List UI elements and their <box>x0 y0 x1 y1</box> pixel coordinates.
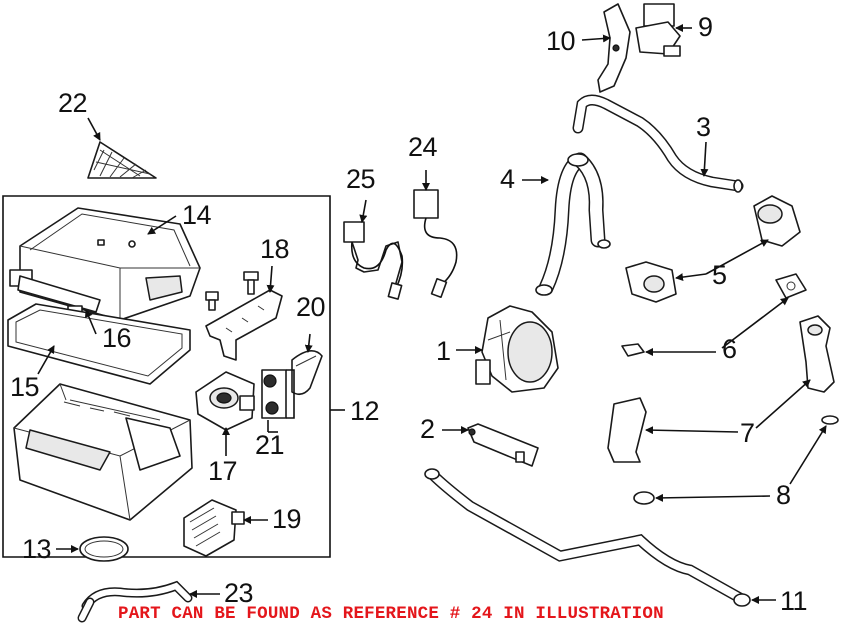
callout-7: 7 <box>740 418 755 448</box>
callout-10: 10 <box>546 26 576 56</box>
part-21-clips <box>261 369 295 419</box>
callout-20: 20 <box>296 292 326 322</box>
callout-18: 18 <box>260 234 290 264</box>
part-24-oxygen-sensor <box>413 189 458 299</box>
part-17-sensor <box>195 371 255 431</box>
part-25-oxygen-sensor <box>343 221 404 300</box>
callout-8: 8 <box>776 480 791 510</box>
part-1-air-pump <box>475 305 559 393</box>
part-9-valve <box>635 3 681 57</box>
callout-9: 9 <box>698 12 713 42</box>
callout-14: 14 <box>182 200 212 230</box>
part-5-valve <box>625 195 801 303</box>
callout-4: 4 <box>500 164 515 194</box>
callout-22: 22 <box>58 88 88 118</box>
part-8-rings <box>633 415 839 505</box>
part-4-hose <box>535 152 611 296</box>
callout-24: 24 <box>408 132 438 162</box>
callout-15: 15 <box>10 372 40 402</box>
part-18-bracket <box>205 289 283 361</box>
callout-11: 11 <box>780 586 808 616</box>
leader-lines <box>37 24 827 604</box>
callout-3: 3 <box>696 112 711 142</box>
part-7-pipes <box>607 315 835 463</box>
part-20-hose <box>291 350 323 396</box>
part-6-gaskets <box>621 273 807 357</box>
reference-notice: PART CAN BE FOUND AS REFERENCE # 24 IN I… <box>118 604 664 624</box>
callout-17: 17 <box>208 456 238 486</box>
part-11-pipe <box>424 468 751 607</box>
callout-25: 25 <box>346 164 376 194</box>
part-3-pipe <box>572 94 744 193</box>
callout-12: 12 <box>350 396 380 426</box>
callout-21: 21 <box>255 430 285 460</box>
callout-6: 6 <box>722 334 737 364</box>
part-14-battery-cover <box>9 207 201 321</box>
callout-16: 16 <box>102 323 132 353</box>
callout-19: 19 <box>272 504 302 534</box>
callout-1: 1 <box>436 336 451 366</box>
part-2-bracket <box>467 423 539 467</box>
part-23-hose <box>77 580 193 623</box>
callout-5: 5 <box>712 260 727 290</box>
bolts-group <box>205 271 259 311</box>
part-15-seal <box>7 303 191 385</box>
callout-23: 23 <box>224 578 254 608</box>
callout-13: 13 <box>22 534 52 564</box>
battery-group-bracket <box>2 195 345 558</box>
callout-2: 2 <box>420 414 435 444</box>
part-22-grille <box>87 141 157 179</box>
part-19-module <box>183 499 245 557</box>
battery-tray <box>13 383 193 521</box>
part-10-bracket <box>597 3 631 93</box>
part-13-ring <box>79 536 129 562</box>
